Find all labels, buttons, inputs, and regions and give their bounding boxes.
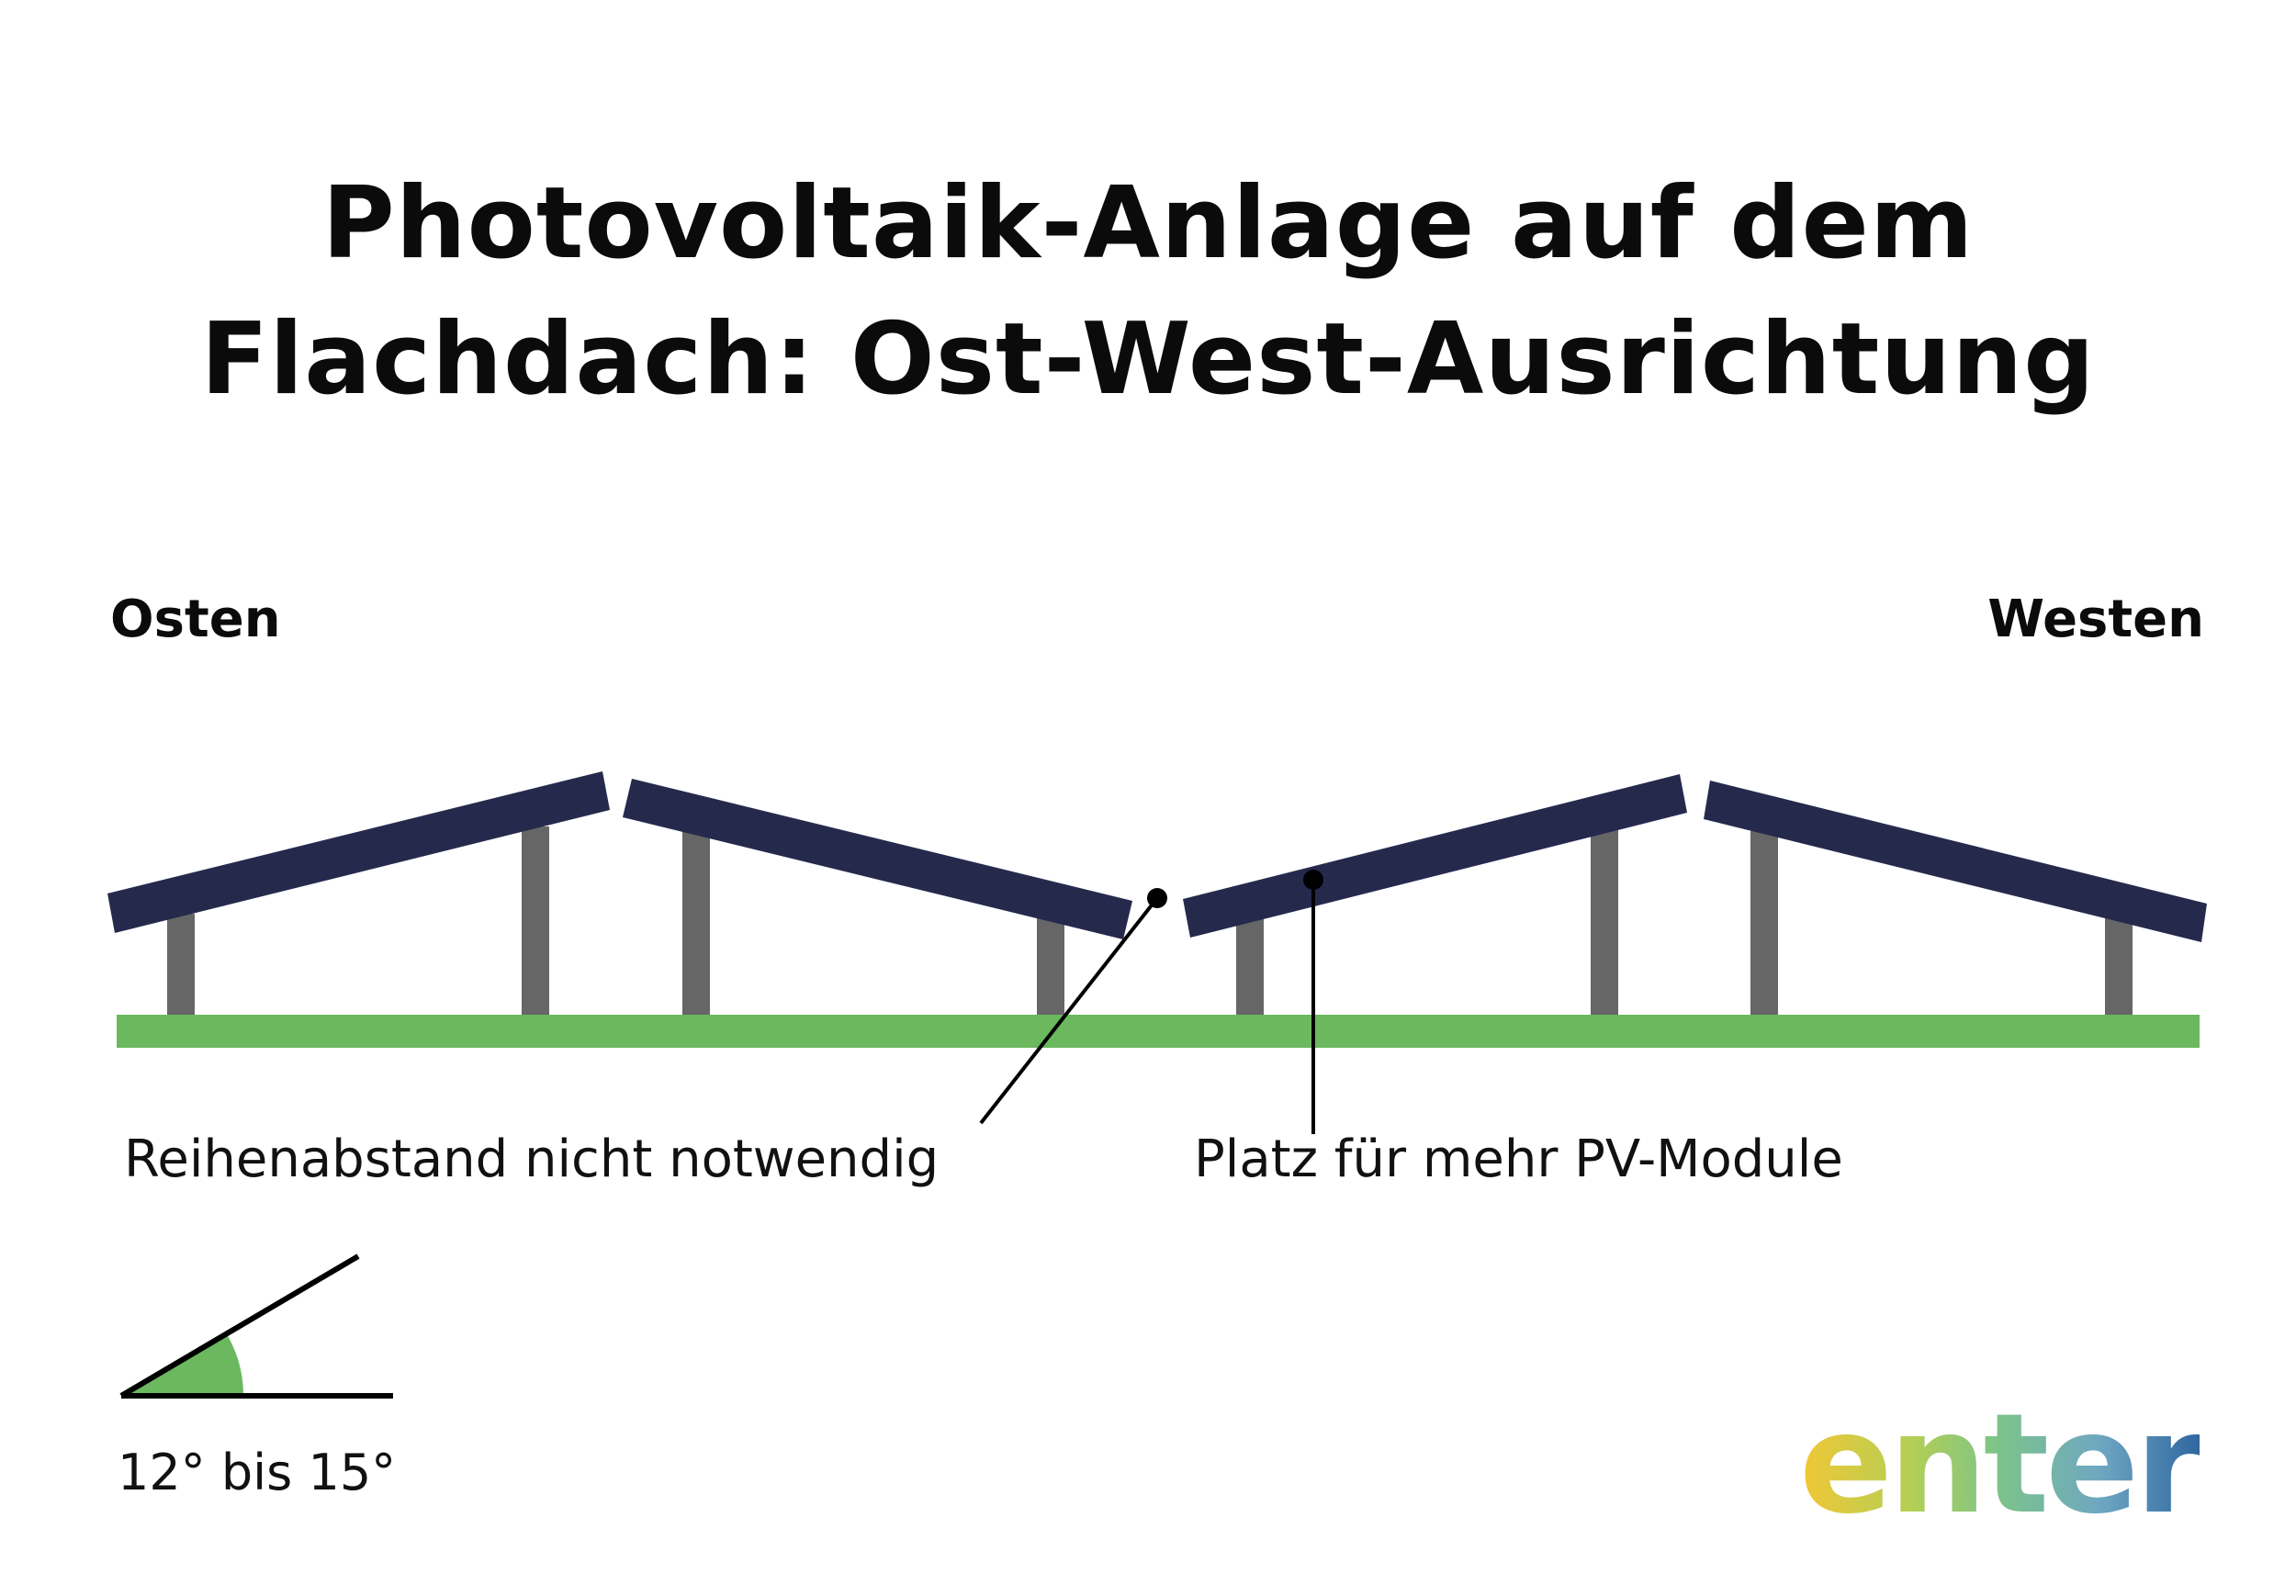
more-space-dot xyxy=(1303,870,1323,890)
support-posts xyxy=(167,826,2133,1015)
pv-panel-east xyxy=(107,771,610,933)
title-line-2: Flachdach: Ost-West-Ausrichtung xyxy=(200,302,2096,417)
post xyxy=(1591,826,1618,1015)
pv-panel-east xyxy=(1183,774,1687,938)
post xyxy=(682,831,710,1015)
angle-label: 12° bis 15° xyxy=(118,1444,397,1501)
post xyxy=(522,826,549,1015)
annotation-lines xyxy=(979,880,1315,1134)
angle-slope-line xyxy=(119,1253,360,1399)
pv-panel-west xyxy=(1704,781,2207,942)
east-label: Osten xyxy=(110,590,281,649)
angle-icon xyxy=(119,1253,393,1399)
post xyxy=(167,914,195,1015)
pv-panels xyxy=(107,771,2207,942)
enter-logo: enter xyxy=(1799,1382,2203,1547)
post xyxy=(1236,918,1264,1015)
row-spacing-pointer xyxy=(979,896,1159,1125)
flat-roof-ground xyxy=(117,1015,2200,1048)
more-space-label: Platz für mehr PV-Module xyxy=(1194,1130,1843,1189)
post xyxy=(2105,918,2133,1015)
row-spacing-label: Reihenabstand nicht notwendig xyxy=(124,1130,940,1189)
pv-panel-west xyxy=(623,779,1132,939)
row-spacing-dot xyxy=(1147,888,1167,908)
west-label: Westen xyxy=(1987,590,2204,649)
post xyxy=(1037,918,1064,1015)
post xyxy=(1750,831,1778,1015)
title-line-1: Photovoltaik-Anlage auf dem xyxy=(321,166,1975,281)
page-title: Photovoltaik-Anlage auf dem Flachdach: O… xyxy=(0,156,2296,428)
